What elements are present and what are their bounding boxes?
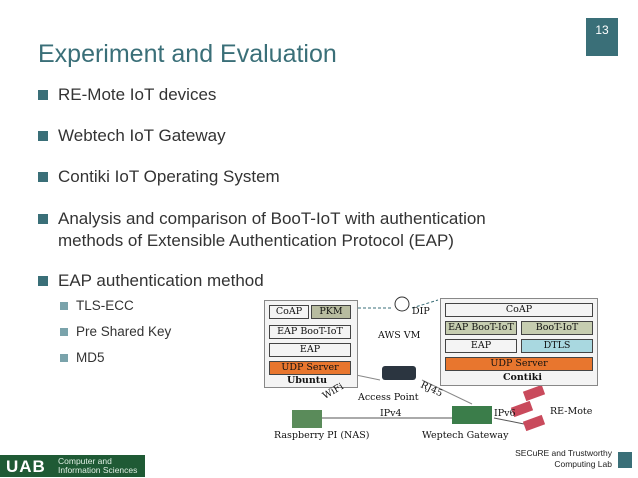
- diagram-connectors: [292, 296, 546, 432]
- sub-bullet-item: Pre Shared Key: [60, 324, 171, 339]
- eap-boot-layer: EAP BooT-IoT: [445, 321, 517, 335]
- aws-vm-label: AWS VM: [378, 330, 421, 341]
- architecture-diagram: CoAP PKM EAP BooT-IoT EAP UDP Server Ubu…: [262, 296, 598, 448]
- contiki-stack: CoAP EAP BooT-IoT BooT-IoT EAP DTLS UDP …: [440, 298, 598, 386]
- bullet-item: Analysis and comparison of BooT-IoT with…: [38, 208, 508, 252]
- ipv4-label: IPv4: [380, 408, 402, 419]
- remote-label: RE-Mote: [550, 406, 593, 417]
- udp-server-layer: UDP Server: [445, 357, 593, 371]
- coap-layer: CoAP: [269, 305, 309, 319]
- page-number-badge: 13: [586, 18, 618, 56]
- ipv6-label: IPv6: [494, 408, 516, 419]
- page-number: 13: [595, 23, 609, 37]
- bullet-square-icon: [38, 131, 48, 141]
- dtls-layer: DTLS: [521, 339, 593, 353]
- access-point-label: Access Point: [358, 392, 419, 403]
- eap-boot-layer: EAP BooT-IoT: [269, 325, 351, 339]
- raspberry-pi-icon: [292, 410, 322, 428]
- sub-bullet-item: MD5: [60, 350, 105, 365]
- eap-layer: EAP: [445, 339, 517, 353]
- bullet-square-icon: [38, 276, 48, 286]
- sub-bullet-item: TLS-ECC: [60, 298, 134, 313]
- dip-label: DIP: [412, 306, 430, 317]
- remote-device-icon: [510, 400, 534, 418]
- bullet-square-icon: [38, 214, 48, 224]
- udp-server-layer: UDP Server: [269, 361, 351, 375]
- remote-device-icon: [522, 384, 546, 402]
- router-icon: [382, 366, 416, 380]
- eap-layer: EAP: [269, 343, 351, 357]
- remote-device-icon: [522, 414, 546, 432]
- ubuntu-stack: CoAP PKM EAP BooT-IoT EAP UDP Server Ubu…: [264, 300, 358, 388]
- bullet-item: RE-Mote IoT devices: [38, 84, 216, 106]
- sub-bullet-square-icon: [60, 302, 68, 310]
- boot-iot-layer: BooT-IoT: [521, 321, 593, 335]
- os-label: Ubuntu: [287, 375, 328, 386]
- bullet-item: Contiki IoT Operating System: [38, 166, 280, 188]
- os-label: Contiki: [503, 372, 542, 383]
- sub-bullet-square-icon: [60, 328, 68, 336]
- slide-title: Experiment and Evaluation: [38, 40, 337, 68]
- bullet-square-icon: [38, 90, 48, 100]
- sub-bullet-square-icon: [60, 354, 68, 362]
- bullet-item: EAP authentication method: [38, 270, 264, 292]
- raspberry-pi-label: Raspberry PI (NAS): [274, 430, 370, 441]
- pkm-layer: PKM: [311, 305, 351, 319]
- uab-logo-text: UAB: [6, 457, 46, 476]
- weptech-gateway-label: Weptech Gateway: [422, 430, 509, 441]
- lab-logo-icon: [618, 452, 632, 468]
- gateway-board-icon: [452, 406, 492, 424]
- coap-layer: CoAP: [445, 303, 593, 317]
- bullet-item: Webtech IoT Gateway: [38, 125, 226, 147]
- cloud-icon: [394, 296, 410, 312]
- bullet-square-icon: [38, 172, 48, 182]
